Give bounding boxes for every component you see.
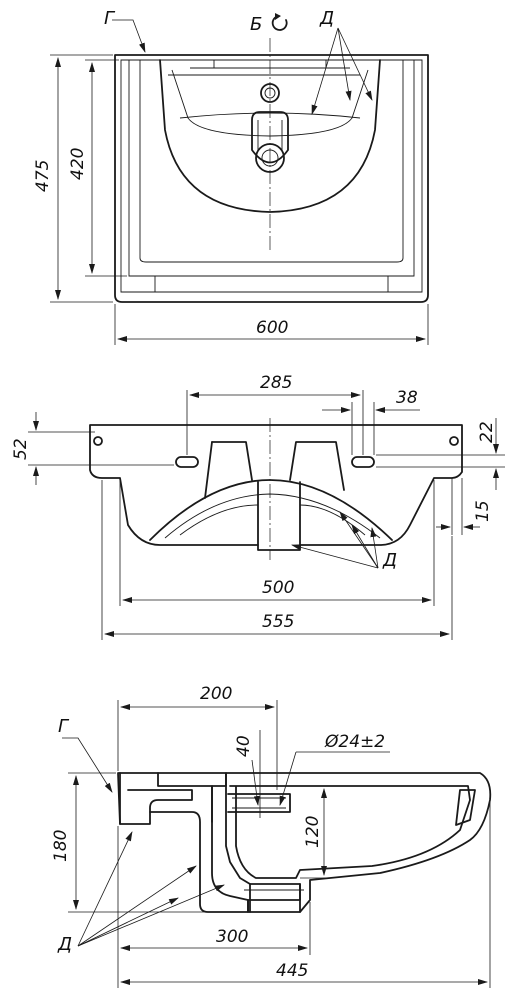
dim-445: 445	[276, 961, 308, 981]
dim-180: 180	[51, 830, 71, 862]
dim-40: 40	[234, 735, 254, 757]
dim-200: 200	[200, 684, 232, 704]
section-wall	[117, 772, 249, 913]
label-d-top: Д	[319, 8, 334, 29]
label-g-section: Г	[58, 716, 70, 737]
dim-475: 475	[33, 160, 53, 192]
slot-left	[175, 456, 199, 468]
basin-outline-top	[114, 54, 429, 303]
dim-38: 38	[396, 388, 418, 408]
dim-500: 500	[262, 578, 294, 598]
dim-555: 555	[262, 612, 294, 632]
dim-300: 300	[216, 927, 248, 947]
dim-22: 22	[477, 421, 497, 443]
dim-420: 420	[68, 148, 88, 180]
dim-15: 15	[473, 500, 493, 522]
mount-hole-left	[93, 436, 103, 446]
dim-600: 600	[256, 318, 288, 338]
section-view: 200 40 Ø24±2 120 180 300 445 Г Д	[51, 684, 492, 988]
dim-285: 285	[260, 373, 292, 393]
label-d-front: Д	[382, 550, 397, 571]
dim-120: 120	[303, 816, 323, 848]
dim-52: 52	[11, 438, 31, 460]
bowl-outline-top	[159, 59, 381, 213]
label-b: Б	[250, 14, 262, 35]
basin-outline-front	[89, 424, 463, 551]
label-d-section: Д	[57, 934, 72, 955]
mount-hole-right	[449, 436, 459, 446]
label-g-top: Г	[104, 8, 116, 29]
front-view: 285 38 52 22 15 Д 500	[11, 373, 505, 640]
slot-right	[351, 456, 375, 468]
view-arrow-icon	[271, 15, 288, 31]
dim-diameter: Ø24±2	[324, 732, 385, 752]
top-view: Г Б Д 475 420 600	[33, 8, 429, 345]
